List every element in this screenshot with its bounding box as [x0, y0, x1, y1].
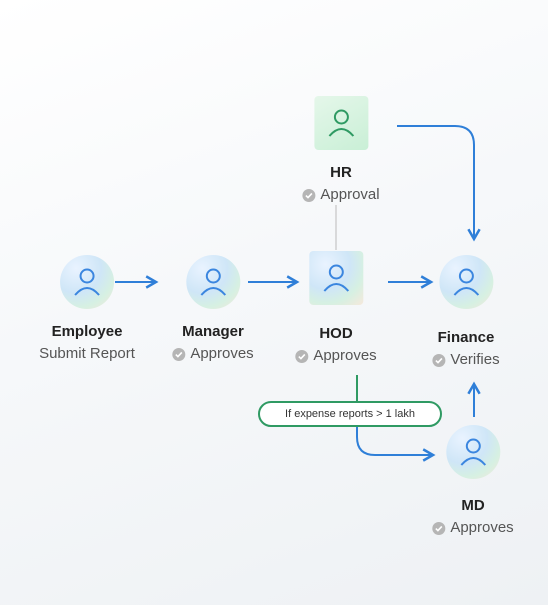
check-icon — [432, 521, 446, 535]
node-md: MD Approves — [432, 425, 514, 537]
md-sub: Approves — [432, 519, 514, 537]
user-icon — [74, 268, 100, 296]
finance-sub: Verifies — [432, 351, 500, 369]
check-icon — [172, 347, 186, 361]
check-icon — [302, 188, 316, 202]
check-icon — [295, 349, 309, 363]
employee-sub: Submit Report — [39, 345, 135, 363]
user-icon — [460, 438, 486, 466]
arrow-condition-md — [356, 427, 436, 462]
hr-sub-text: Approval — [320, 186, 380, 203]
hr-avatar — [313, 96, 368, 150]
hr-name: HR — [330, 164, 352, 181]
employee-name: Employee — [51, 323, 123, 340]
node-hr: HR Approval — [302, 96, 380, 204]
employee-avatar — [60, 255, 114, 309]
finance-avatar — [438, 255, 493, 309]
employee-sub-text: Submit Report — [39, 345, 135, 362]
node-hod: HOD Approves — [295, 251, 377, 365]
md-name: MD — [461, 497, 485, 514]
finance-name: Finance — [437, 329, 495, 346]
manager-avatar — [186, 255, 240, 309]
hod-avatar — [309, 251, 363, 305]
user-icon — [323, 264, 349, 292]
manager-sub: Approves — [172, 345, 254, 363]
hod-sub-text: Approves — [313, 347, 377, 364]
condition-label: If expense reports > 1 lakh — [258, 401, 442, 427]
user-icon — [453, 268, 479, 296]
hod-sub: Approves — [295, 347, 377, 365]
md-sub-text: Approves — [450, 519, 514, 536]
md-avatar — [446, 425, 500, 479]
user-icon — [200, 268, 226, 296]
arrow-hr-finance — [397, 125, 481, 242]
manager-sub-text: Approves — [190, 345, 254, 362]
node-employee: Employee Submit Report — [39, 255, 135, 363]
node-manager: Manager Approves — [172, 255, 254, 363]
user-icon — [328, 109, 354, 137]
hod-name: HOD — [319, 325, 353, 342]
node-finance: Finance Verifies — [432, 255, 500, 369]
manager-name: Manager — [182, 323, 244, 340]
finance-sub-text: Verifies — [450, 351, 500, 368]
hr-sub: Approval — [302, 186, 380, 204]
check-icon — [432, 353, 446, 367]
